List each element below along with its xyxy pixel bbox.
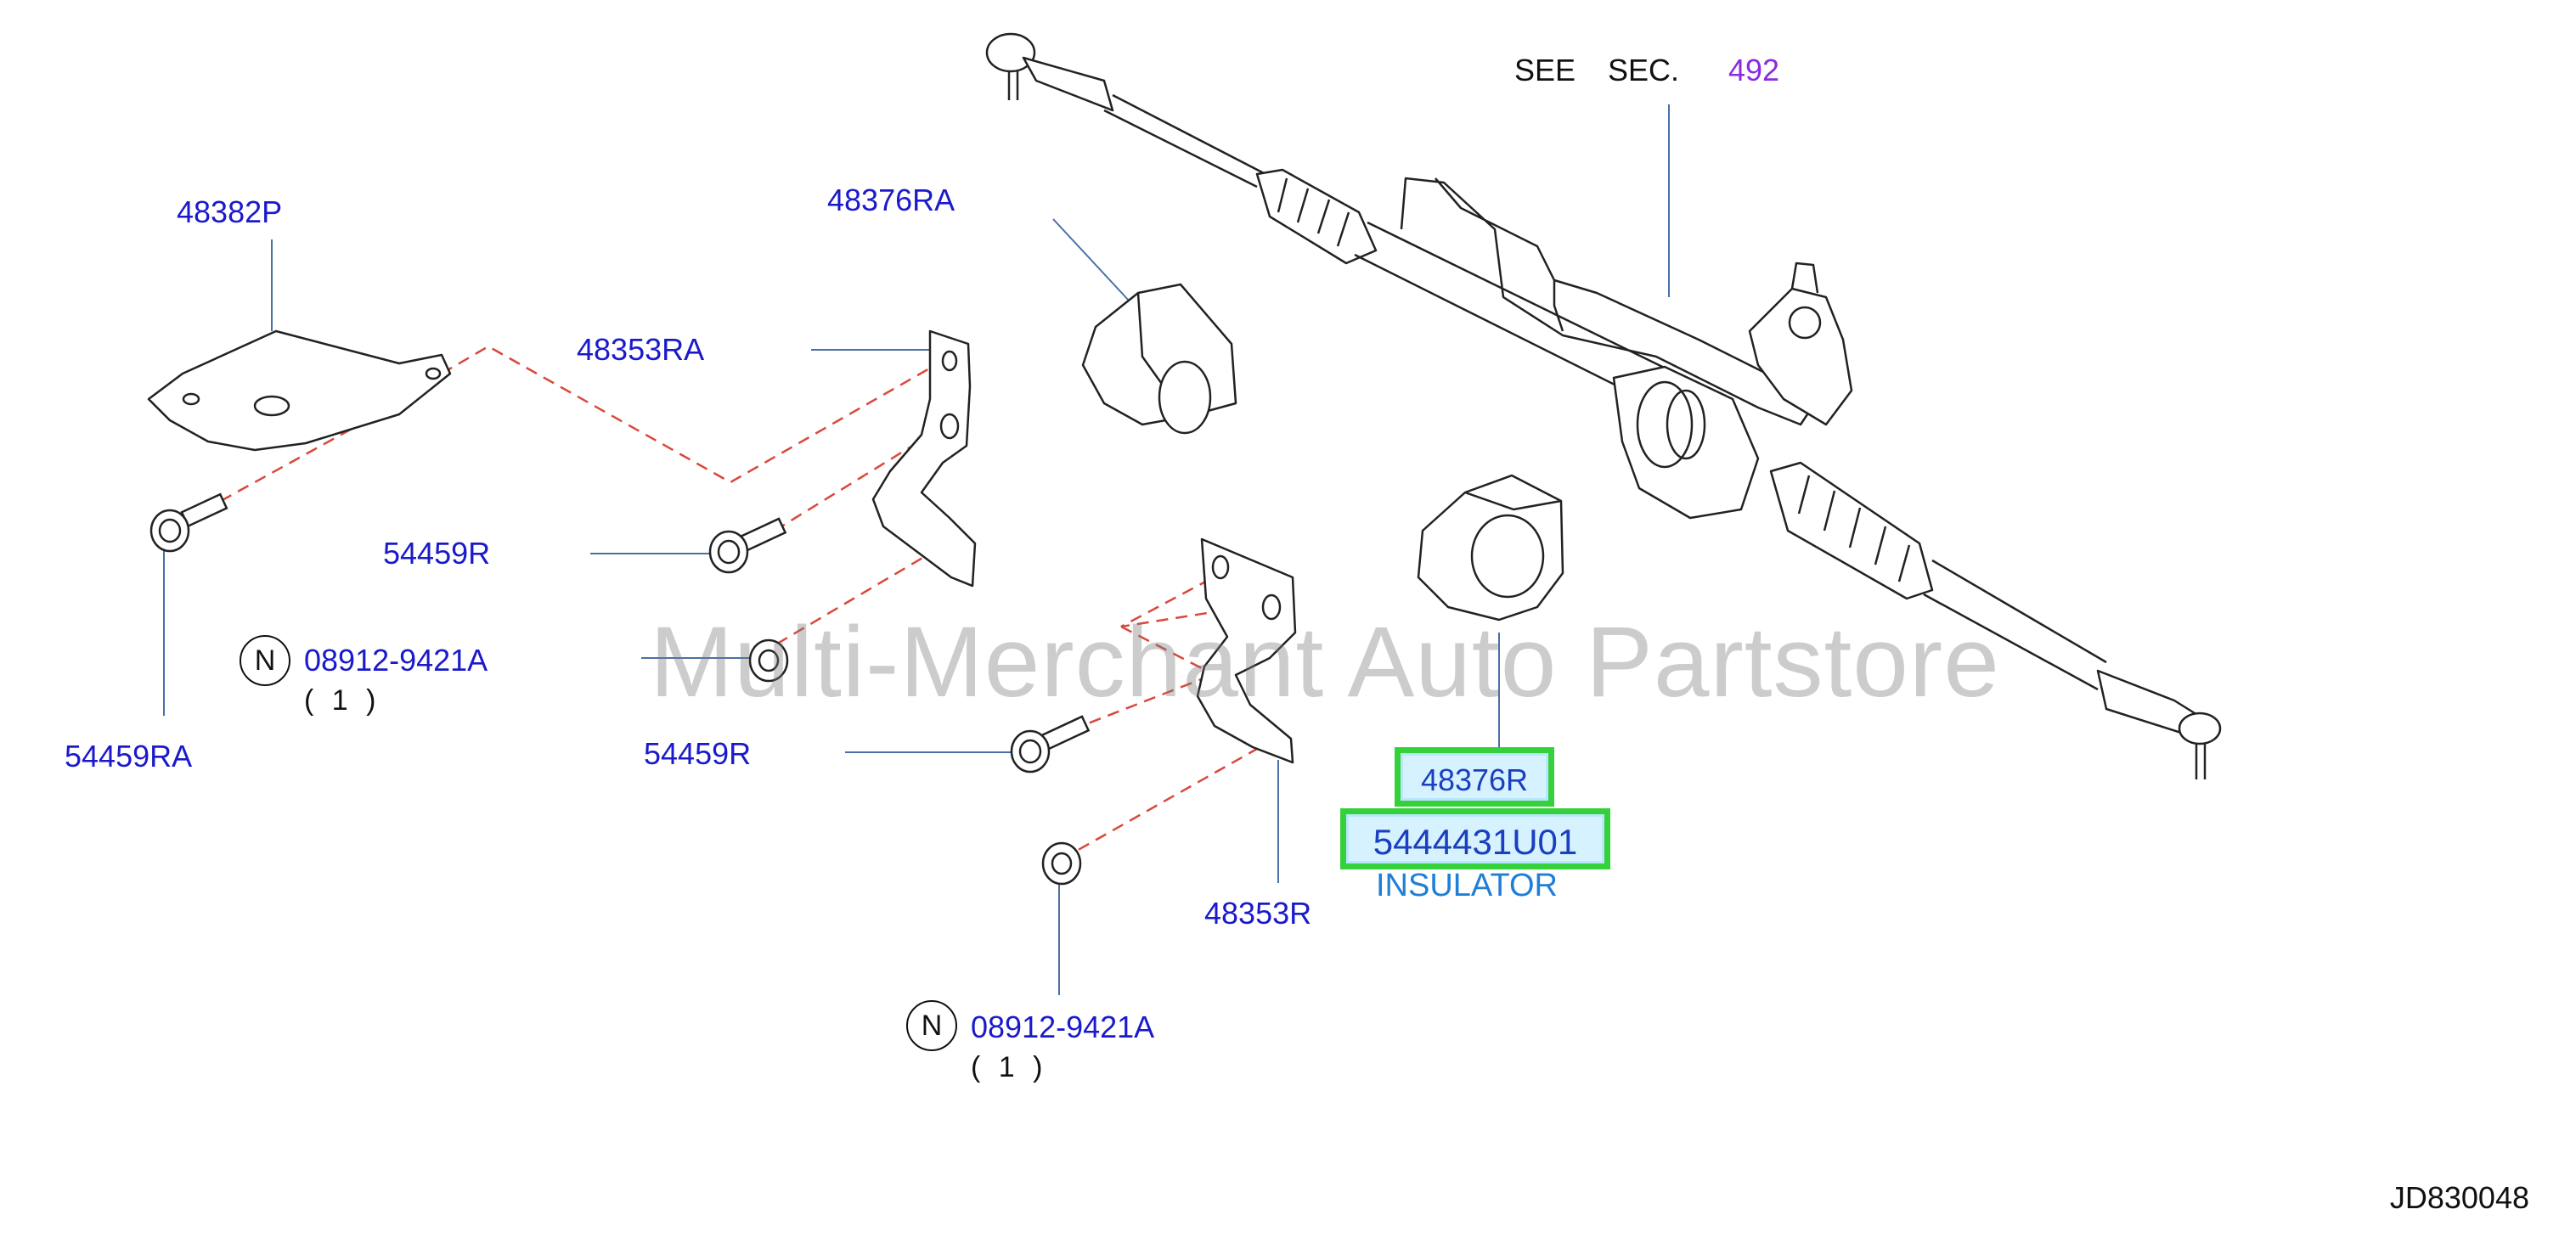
highlight-fill bbox=[1346, 814, 1604, 863]
leader-lines bbox=[163, 104, 1670, 995]
clamp-48353R bbox=[1196, 537, 1297, 764]
insulator-48376R bbox=[1417, 474, 1564, 622]
highlight-part-number[interactable]: 5444431U01 bbox=[1340, 808, 1610, 869]
part-label-48353RA[interactable]: 48353RA bbox=[577, 332, 705, 367]
highlight-label-48376R: 48376R bbox=[1420, 762, 1529, 797]
highlight-48376R[interactable]: 48376R bbox=[1395, 747, 1554, 807]
part-label-54459R-upper[interactable]: 54459R bbox=[383, 536, 491, 571]
dashed-alignment-lines bbox=[220, 345, 1262, 861]
n-mark-upper: N bbox=[240, 635, 290, 686]
quantity-lower: ( 1 ) bbox=[971, 1051, 1048, 1083]
clamp-48353RA bbox=[871, 329, 977, 588]
see-label: SEE bbox=[1514, 53, 1576, 87]
bolt-54459RA bbox=[149, 492, 228, 553]
part-label-08912-upper[interactable]: 08912-9421A bbox=[304, 643, 488, 678]
quantity-upper: ( 1 ) bbox=[304, 684, 381, 717]
part-label-48376RA[interactable]: 48376RA bbox=[827, 183, 955, 217]
fasteners bbox=[149, 492, 1091, 886]
bracket-48382P bbox=[147, 329, 452, 452]
insulator-description: INSULATOR bbox=[1376, 868, 1558, 903]
nut-08912-upper bbox=[748, 638, 789, 683]
bolt-54459R-upper bbox=[708, 517, 787, 574]
part-label-54459RA[interactable]: 54459RA bbox=[65, 739, 193, 773]
highlight-label-part-number: 5444431U01 bbox=[1373, 822, 1578, 862]
part-label-08912-lower[interactable]: 08912-9421A bbox=[971, 1010, 1155, 1044]
n-mark-lower: N bbox=[906, 1000, 957, 1051]
highlight-fill bbox=[1401, 753, 1548, 801]
nut-08912-lower bbox=[1041, 841, 1082, 886]
insulator-48376RA bbox=[1081, 283, 1237, 435]
watermark: Multi-Merchant Auto Partstore bbox=[650, 606, 2000, 718]
part-label-54459R-lower[interactable]: 54459R bbox=[644, 736, 752, 771]
section-492-link[interactable]: 492 bbox=[1728, 53, 1780, 87]
part-label-48353R[interactable]: 48353R bbox=[1204, 896, 1312, 931]
steering-rack-assembly bbox=[985, 32, 2222, 779]
part-label-48382P[interactable]: 48382P bbox=[177, 194, 283, 229]
sec-label: SEC. bbox=[1608, 53, 1680, 87]
bolt-54459R-lower bbox=[1010, 715, 1091, 773]
diagram-code: JD830048 bbox=[2389, 1180, 2529, 1215]
